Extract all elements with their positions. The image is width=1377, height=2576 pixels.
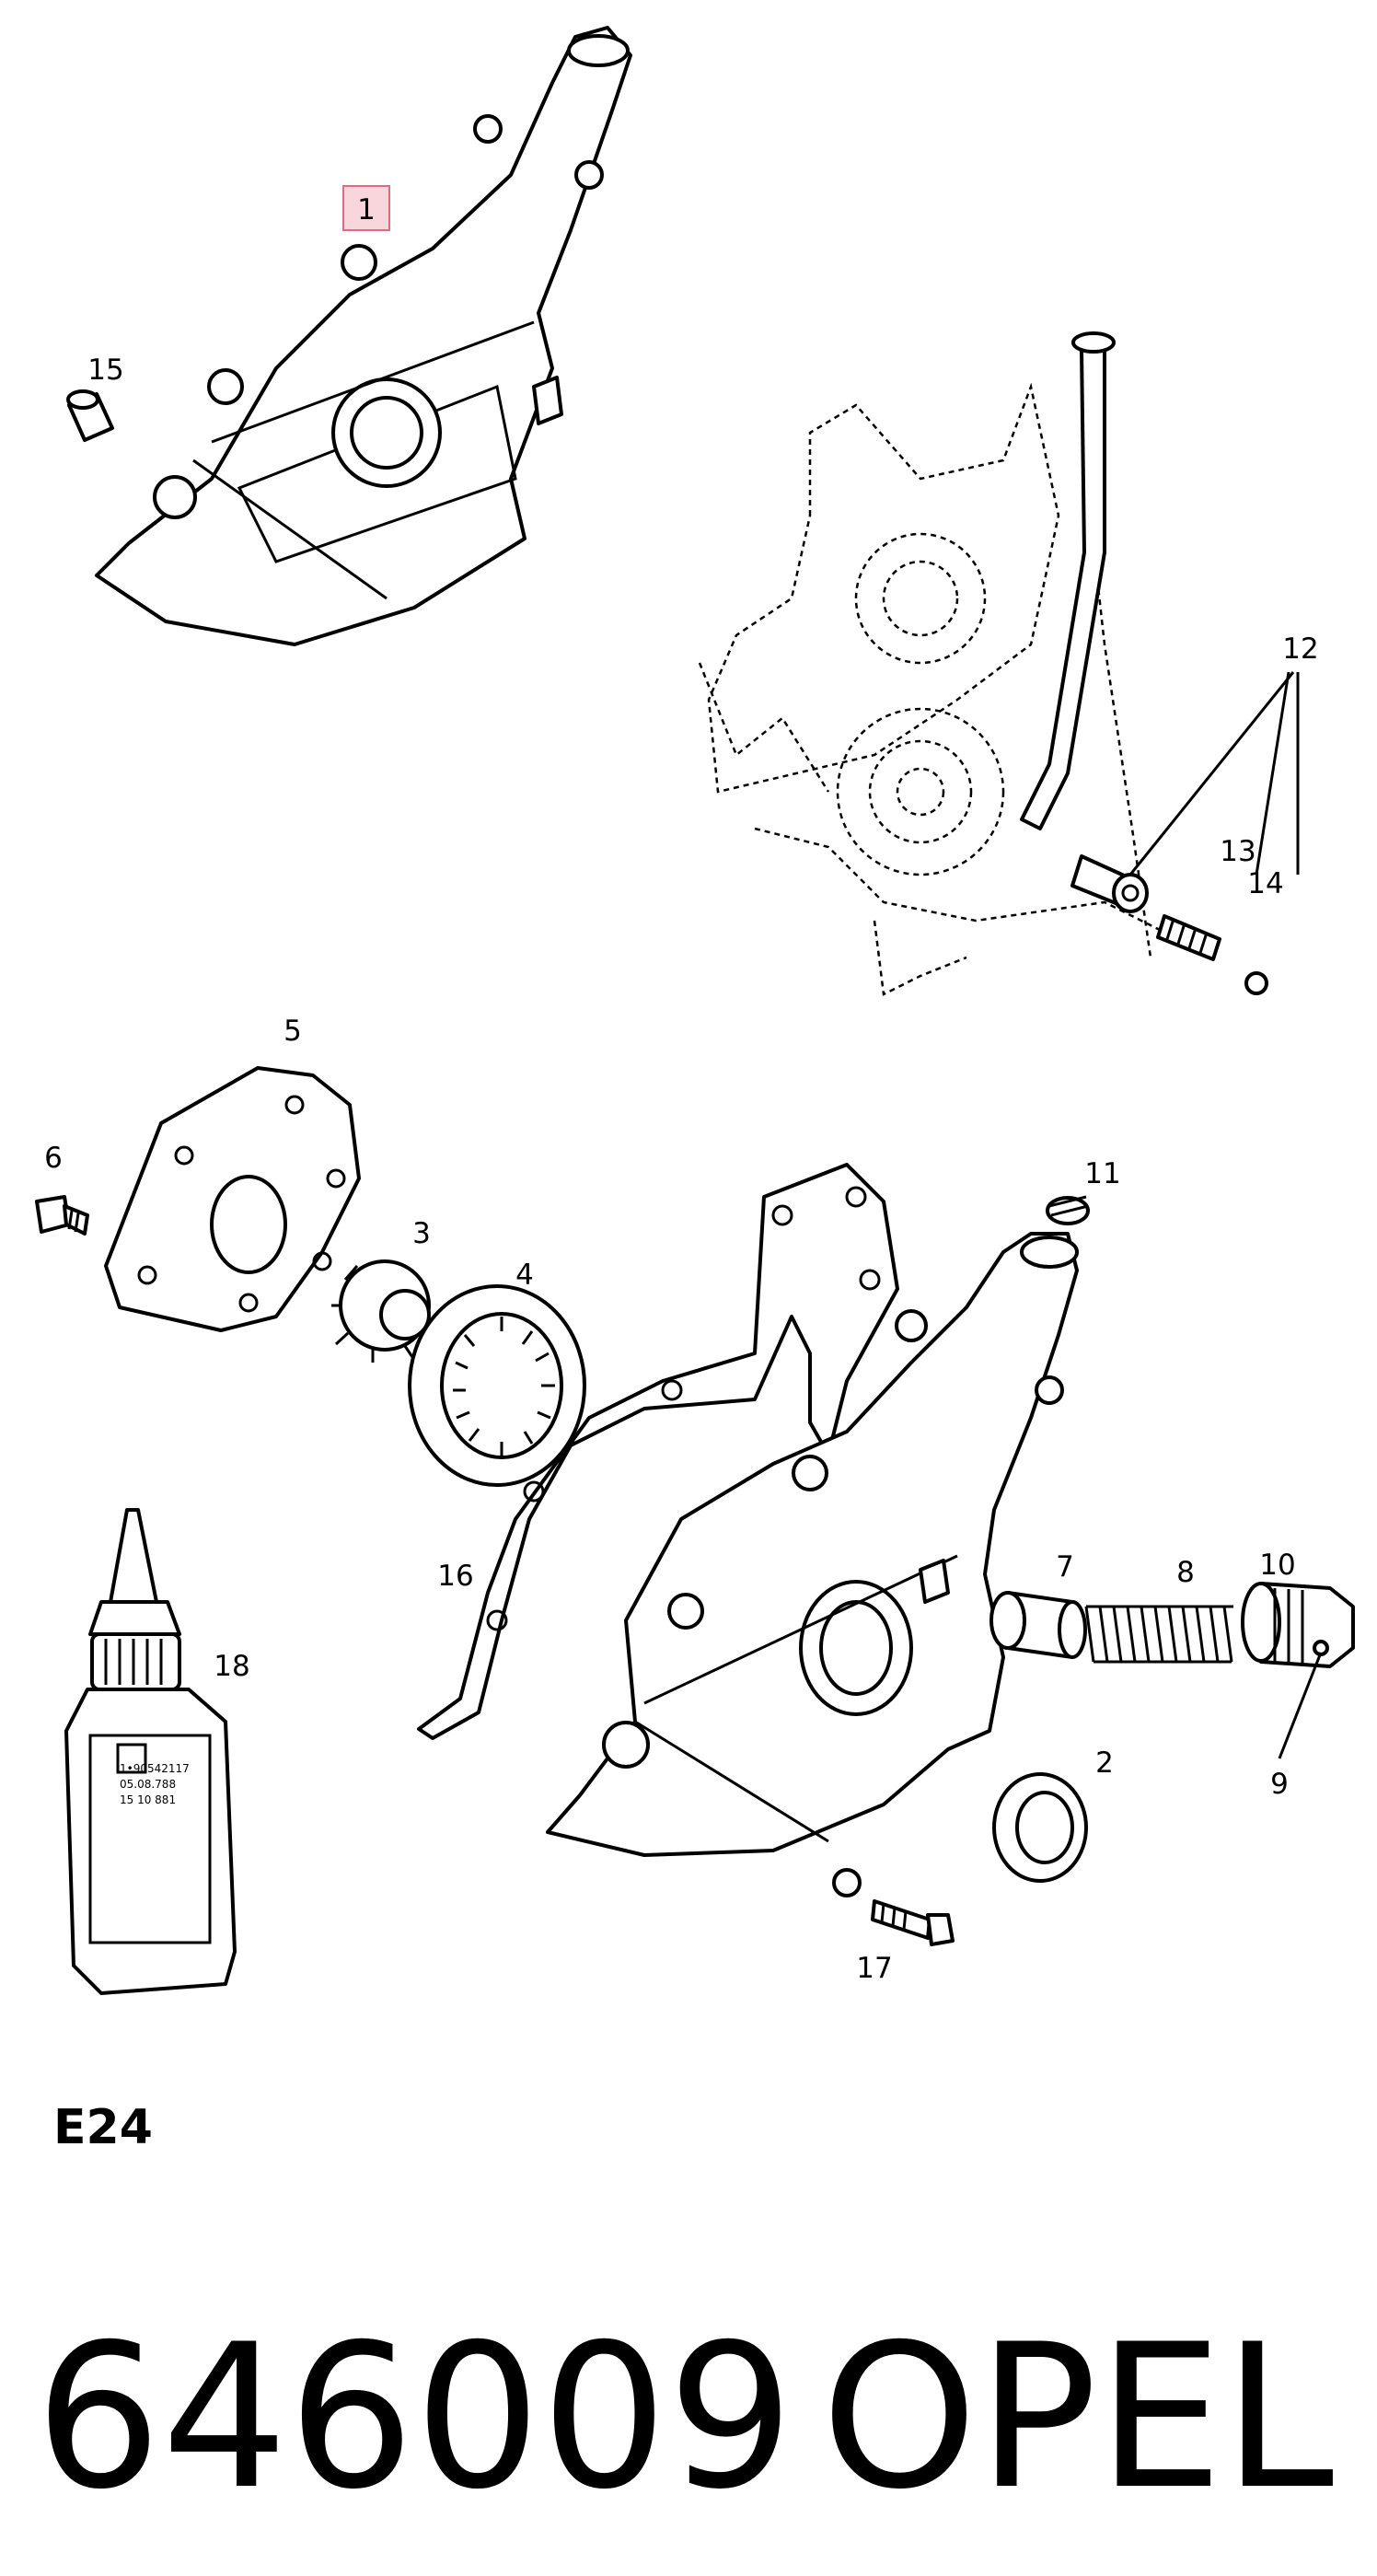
part-number: 646009 <box>35 2302 794 2533</box>
callout-6[interactable]: 6 <box>44 1142 63 1175</box>
callout-2[interactable]: 2 <box>1095 1746 1114 1780</box>
callout-14[interactable]: 14 <box>1247 867 1283 900</box>
thread-insert-part-11 <box>1046 1195 1090 1225</box>
callout-highlight-box <box>342 185 390 231</box>
callout-10[interactable]: 10 <box>1259 1549 1295 1582</box>
brand-name: OPEL <box>821 2302 1335 2533</box>
bolt-part-17 <box>832 1868 955 1946</box>
callout-7[interactable]: 7 <box>1056 1550 1074 1584</box>
dipstick-tube <box>1020 331 1116 830</box>
cover-plate-part-5 <box>104 1066 361 1332</box>
piston-part-7 <box>989 1591 1087 1659</box>
bottle-label-line3: 15 10 881 <box>120 1793 176 1806</box>
outer-gear-part-4 <box>408 1284 586 1487</box>
spring-part-8 <box>1084 1605 1233 1664</box>
callout-5[interactable]: 5 <box>284 1015 302 1048</box>
bottle-label-line1: 1•90542117 <box>120 1762 190 1775</box>
ball-part-14 <box>1244 971 1268 995</box>
callout-4[interactable]: 4 <box>515 1259 534 1292</box>
section-code: E24 <box>53 2100 153 2155</box>
callout-1[interactable]: 1 <box>357 193 376 226</box>
sleeve-part-15 <box>66 389 114 442</box>
callout-13[interactable]: 13 <box>1220 835 1256 868</box>
plug-part-12 <box>1070 854 1149 913</box>
gasket-part-16 <box>417 1163 899 1740</box>
callout-16[interactable]: 16 <box>437 1560 473 1593</box>
callout-11[interactable]: 11 <box>1084 1157 1120 1190</box>
callout-8[interactable]: 8 <box>1176 1556 1195 1589</box>
callout-15[interactable]: 15 <box>87 354 123 387</box>
sealant-bottle-part-18 <box>64 1508 237 1995</box>
seal-part-2 <box>992 1772 1088 1883</box>
spring-part-13 <box>1156 914 1221 961</box>
oil-pump-housing-top <box>95 26 632 646</box>
screw-part-6 <box>35 1195 89 1236</box>
callout-9[interactable]: 9 <box>1270 1768 1289 1801</box>
bottle-label-line2: 05.08.788 <box>120 1778 176 1791</box>
callout-17[interactable]: 17 <box>856 1952 892 1985</box>
washer-part-9 <box>1313 1640 1329 1656</box>
inner-gear-part-3 <box>331 1259 439 1363</box>
oil-pump-housing-bottom <box>546 1232 1079 1857</box>
callout-3[interactable]: 3 <box>412 1217 431 1250</box>
callout-12[interactable]: 12 <box>1282 632 1318 666</box>
plug-part-10 <box>1241 1582 1355 1668</box>
callout-18[interactable]: 18 <box>214 1650 249 1683</box>
